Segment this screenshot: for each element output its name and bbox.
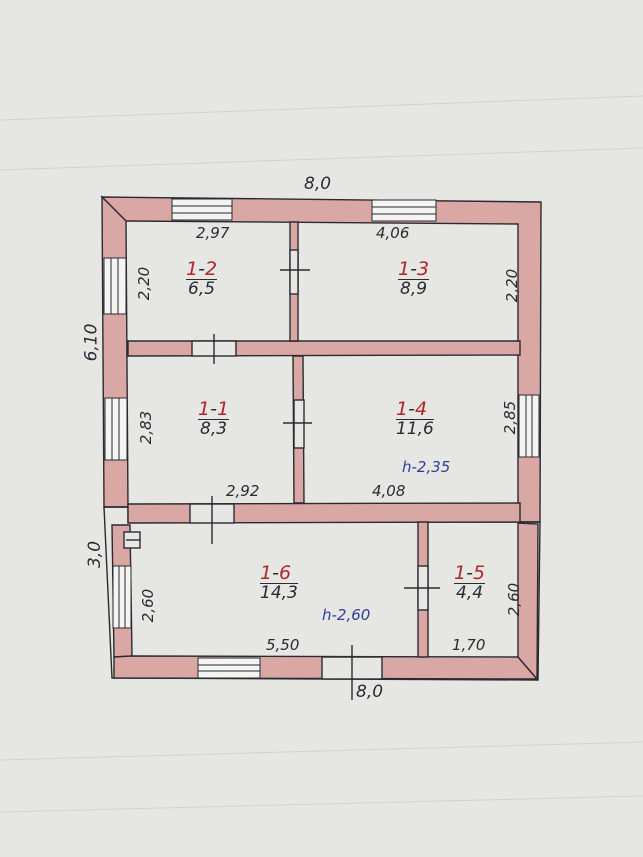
overall-width-bottom: 8,0 xyxy=(356,682,384,702)
dim-room-1-4-width: 4,08 xyxy=(372,482,406,500)
room-label-1-6: 1-6 14,3 xyxy=(260,562,298,603)
window-bottom xyxy=(197,657,261,679)
window-left-upper xyxy=(103,257,127,315)
overall-depth-lower: 3,0 xyxy=(85,540,106,569)
dim-room-1-6-depth: 2,60 xyxy=(139,588,158,623)
door-lower-partition xyxy=(404,565,440,611)
windows xyxy=(103,198,540,679)
lower-right-wall xyxy=(517,522,539,681)
room-label-1-1: 1-1 8,3 xyxy=(198,398,230,439)
door-upper-partition xyxy=(280,249,310,295)
door-middle-partition xyxy=(283,399,312,449)
dim-room-1-6-width: 5,50 xyxy=(266,636,300,654)
room-area-1-5: 4,4 xyxy=(454,583,486,603)
dim-room-1-1-depth: 2,83 xyxy=(137,410,156,445)
doors xyxy=(123,249,440,700)
dim-room-1-2-depth: 2,20 xyxy=(135,266,154,301)
window-left-middle xyxy=(104,397,128,461)
window-right-middle xyxy=(518,394,540,458)
dim-room-1-5-depth: 2,60 xyxy=(505,582,524,617)
room-label-1-3: 1-3 8,9 xyxy=(398,258,430,299)
dim-room-1-3-depth: 2,20 xyxy=(503,268,522,303)
room-area-1-6: 14,3 xyxy=(260,583,298,603)
room-label-1-5: 1-5 4,4 xyxy=(454,562,486,603)
ceiling-height-lower: h-2,60 xyxy=(322,606,371,624)
dim-room-1-5-width: 1,70 xyxy=(452,636,486,654)
window-left-lower xyxy=(112,565,132,629)
window-top-left xyxy=(171,198,233,221)
room-label-1-2: 1-2 6,5 xyxy=(186,258,218,299)
door-lower-wall xyxy=(189,496,235,544)
room-area-1-4: 11,6 xyxy=(396,419,434,439)
ceiling-height-upper: h-2,35 xyxy=(402,458,451,476)
lower-wall xyxy=(127,502,521,524)
room-label-1-4: 1-4 11,6 xyxy=(396,398,434,439)
room-area-1-1: 8,3 xyxy=(198,419,230,439)
door-side-entrance xyxy=(123,531,141,549)
middle-wall xyxy=(127,340,521,357)
dim-room-1-2-width: 2,97 xyxy=(196,224,230,242)
paper-ruling xyxy=(0,95,643,813)
room-area-1-3: 8,9 xyxy=(398,279,430,299)
overall-depth-upper: 6,10 xyxy=(81,323,102,362)
overall-width-top: 8,0 xyxy=(304,174,332,194)
dim-room-1-3-width: 4,06 xyxy=(376,224,410,242)
outer-wall-upper xyxy=(100,196,542,523)
door-entrance xyxy=(321,645,383,700)
dim-room-1-4-depth: 2,85 xyxy=(501,400,520,435)
dim-room-1-1-width: 2,92 xyxy=(226,482,260,500)
window-top-right xyxy=(371,199,437,222)
door-middle-wall xyxy=(191,334,237,364)
room-area-1-2: 6,5 xyxy=(186,279,218,299)
